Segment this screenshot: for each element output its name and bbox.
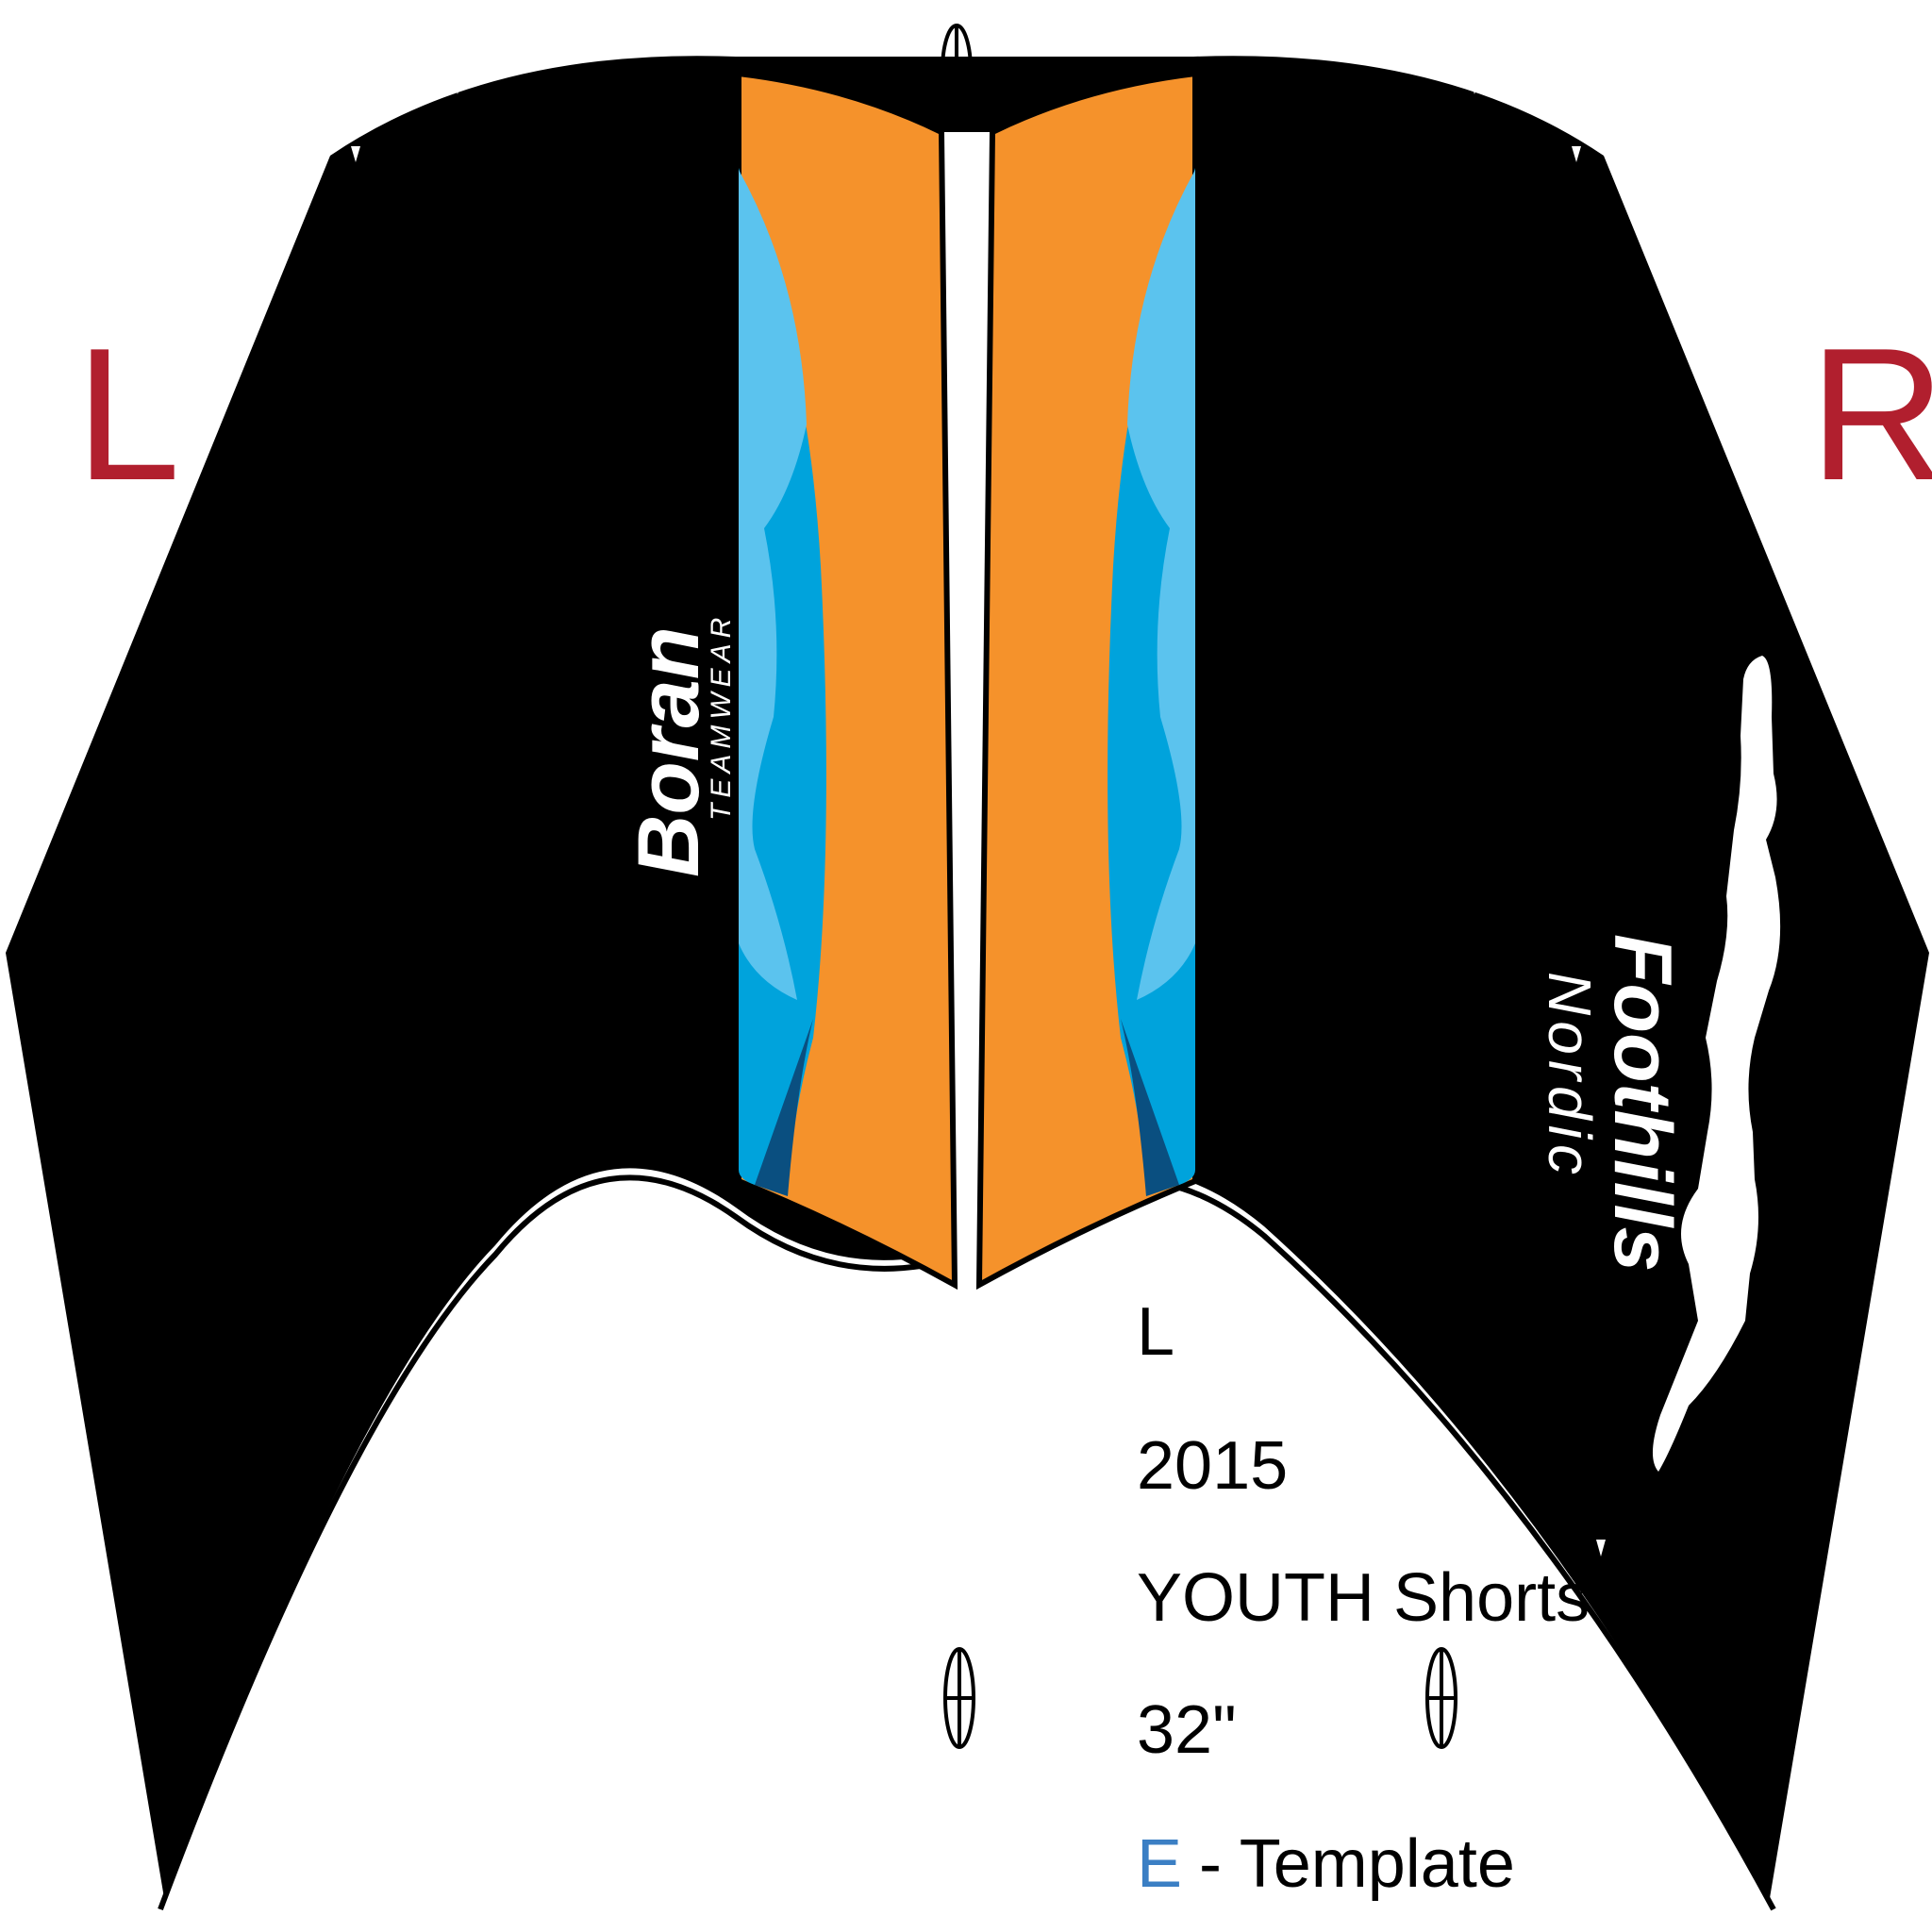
notch-marker-icon [328, 77, 1606, 1557]
right-logo-sub: Nordic [1536, 972, 1604, 1180]
spec-block: L 2015 YOUTH Shorts 32" E - Template [1137, 1294, 1590, 1902]
crotch-curve-outline [158, 1174, 1776, 1911]
left-brand-logo: Boran TEAMWEAR [621, 612, 737, 877]
left-stripe-panel [736, 70, 958, 1291]
right-brand-logo: Foothills Nordic [1536, 934, 1688, 1272]
registration-mark-icon [941, 24, 973, 118]
right-side-label: R [1809, 309, 1932, 520]
right-stripe-panel [975, 70, 1198, 1291]
left-logo-main: Boran [621, 626, 717, 877]
spec-product: YOUTH Shorts [1137, 1560, 1590, 1636]
right-logo-main: Foothills [1597, 934, 1688, 1272]
registration-mark-icon [1425, 1647, 1457, 1749]
spec-size: L [1137, 1294, 1174, 1370]
left-side-label: L [75, 309, 180, 520]
left-logo-sub: TEAMWEAR [706, 612, 737, 821]
spec-template-line: E - Template [1137, 1826, 1515, 1902]
skier-silhouette-icon [1652, 656, 1781, 1472]
spec-template-suffix: - Template [1199, 1826, 1515, 1902]
registration-mark-icon [943, 1647, 975, 1749]
spec-measurement: 32" [1137, 1692, 1237, 1768]
top-dimension-label: 8" [981, 53, 1031, 114]
spec-year: 2015 [1137, 1428, 1288, 1504]
spec-template-letter: E [1137, 1826, 1182, 1902]
